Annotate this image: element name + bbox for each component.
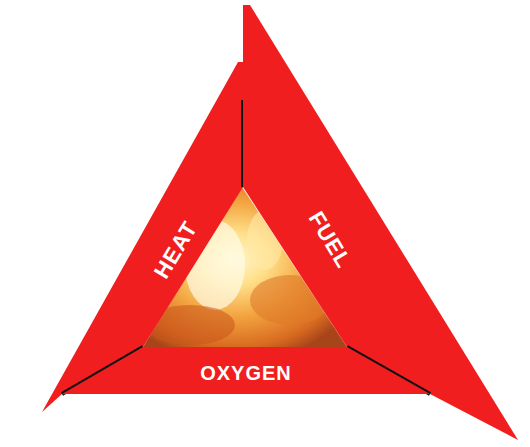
- side-label: OXYGEN: [200, 363, 292, 383]
- side-fill: [62, 347, 430, 394]
- triangle-side: OXYGEN: [62, 347, 430, 394]
